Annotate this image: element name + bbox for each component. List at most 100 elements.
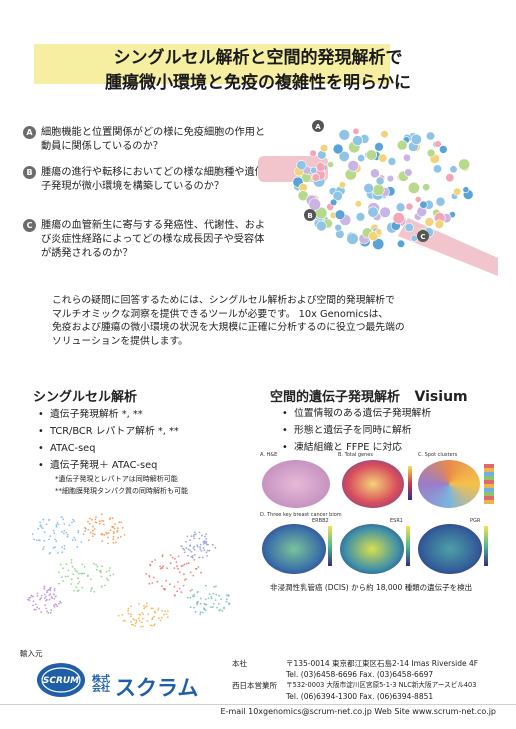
umap-point [217, 603, 220, 605]
umap-point [118, 521, 121, 524]
umap-point [203, 541, 206, 544]
umap-point [66, 535, 69, 538]
cell-dot [426, 131, 436, 141]
umap-point [220, 598, 223, 601]
umap-point [225, 598, 228, 601]
cell-dot [308, 198, 321, 211]
umap-point [49, 593, 52, 595]
umap-point [145, 573, 148, 575]
umap-point [204, 535, 206, 538]
umap-point [205, 537, 208, 540]
umap-point [162, 565, 165, 568]
umap-scatter-illustration [27, 513, 231, 628]
umap-point [112, 535, 115, 538]
umap-point [141, 621, 143, 624]
umap-point [161, 554, 164, 556]
umap-point [66, 575, 69, 578]
umap-point [27, 598, 29, 601]
umap-point [107, 542, 109, 545]
umap-point [100, 571, 102, 574]
umap-point [112, 542, 115, 544]
umap-point [134, 625, 137, 627]
umap-point [152, 576, 155, 579]
umap-point [180, 565, 183, 568]
umap-point [167, 610, 169, 613]
intro-line-3: 免疫および腫瘍の微小環境の状況を大規模に正確に分析するのに役立つ最先端の [52, 322, 405, 333]
umap-point [130, 605, 132, 608]
umap-point [60, 601, 62, 604]
umap-point [194, 610, 197, 613]
cell-dot [410, 234, 418, 242]
single-cell-heading: シングルセル解析 [33, 390, 138, 405]
umap-point [185, 562, 188, 565]
umap-point [75, 569, 77, 572]
cell-dot [403, 153, 412, 162]
umap-point [175, 561, 178, 563]
umap-point [88, 539, 90, 542]
umap-point [96, 568, 98, 571]
umap-point [144, 606, 147, 608]
umap-point [76, 571, 79, 573]
cell-dot [375, 176, 385, 186]
umap-point [38, 607, 40, 610]
cell-dot [354, 200, 362, 208]
umap-point [46, 589, 49, 592]
umap-point [61, 551, 64, 554]
umap-point [159, 567, 162, 570]
umap-point [124, 619, 126, 622]
umap-point [84, 530, 87, 532]
tumor-microenvironment-illustration: A B C [258, 120, 498, 276]
umap-point [53, 597, 56, 600]
umap-point [46, 610, 48, 613]
umap-point [105, 570, 108, 573]
umap-point [199, 546, 202, 548]
umap-point [183, 548, 186, 551]
umap-point [210, 606, 212, 609]
hq-address: 〒135-0014 東京都江東区石島2-14 Imas Riverside 4F [286, 659, 479, 668]
umap-point [161, 616, 163, 619]
umap-point [215, 585, 217, 588]
umap-point [34, 603, 37, 606]
umap-point [112, 526, 115, 528]
umap-point [42, 518, 45, 521]
umap-point [214, 546, 217, 549]
umap-point [187, 554, 189, 557]
umap-point [40, 526, 43, 528]
umap-point [92, 535, 94, 538]
cell-dot [434, 140, 442, 148]
umap-point [56, 522, 59, 524]
umap-point [133, 619, 136, 621]
umap-point [182, 547, 185, 550]
umap-point [148, 574, 151, 577]
umap-point [43, 531, 46, 533]
umap-point [93, 533, 96, 536]
umap-point [127, 607, 130, 610]
umap-point [205, 540, 208, 543]
umap-point [101, 565, 103, 568]
total-genes-colorbar [408, 466, 412, 500]
cell-dot [316, 220, 327, 232]
umap-point [206, 543, 208, 546]
panel-d-label: D. Three key breast cancer biom [260, 512, 342, 518]
umap-point [198, 531, 201, 534]
umap-point [119, 535, 122, 538]
umap-point [211, 606, 214, 608]
umap-point [206, 549, 209, 552]
umap-point [80, 572, 82, 575]
umap-point [54, 603, 57, 606]
umap-point [72, 518, 74, 521]
umap-point [57, 523, 60, 526]
umap-point [122, 619, 125, 622]
umap-point [187, 562, 190, 565]
umap-point [59, 563, 62, 566]
visium-figure: A. H&E B. Total genes C. Spot clusters D… [258, 452, 498, 577]
umap-point [72, 573, 75, 576]
umap-point [114, 523, 116, 525]
umap-point [153, 610, 156, 613]
umap-point [166, 567, 168, 570]
umap-point [53, 587, 56, 590]
cell-dot [370, 168, 380, 179]
cell-dot [347, 159, 360, 172]
umap-point [49, 586, 52, 589]
umap-point [200, 571, 203, 574]
